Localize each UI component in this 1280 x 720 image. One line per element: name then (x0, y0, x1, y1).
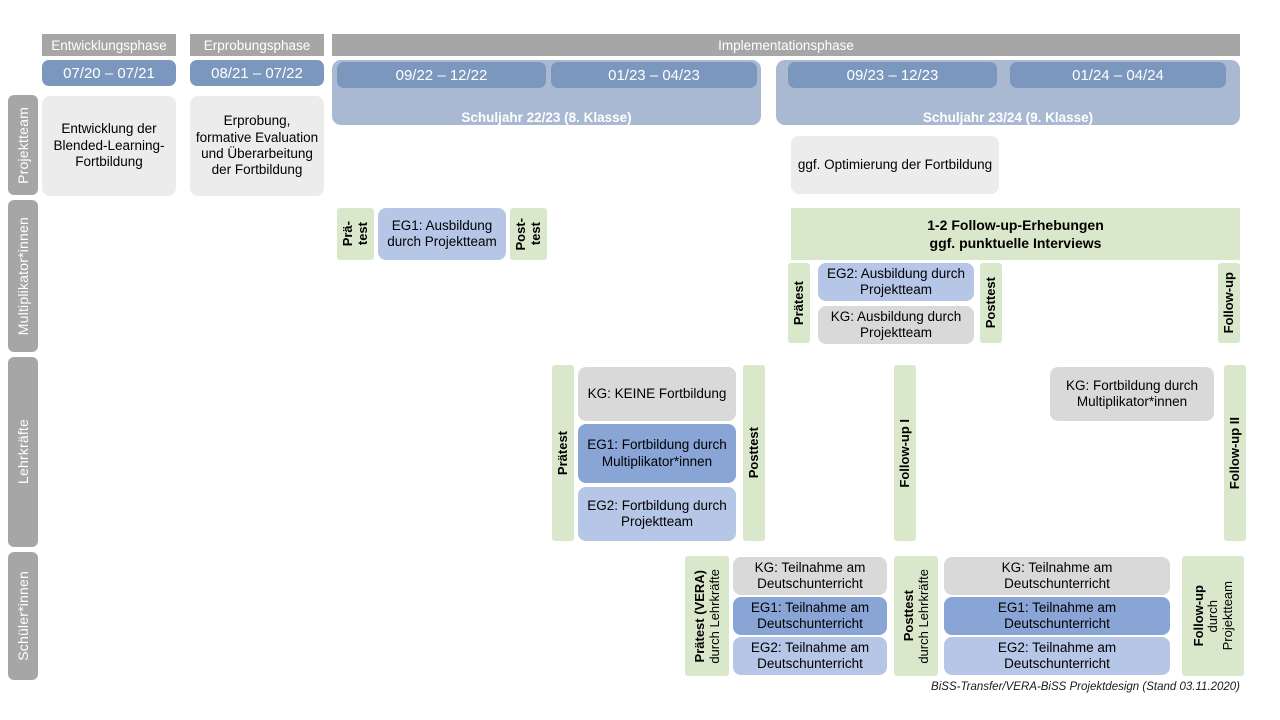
projektteam-erprobung-text: Erprobung, formative Evaluation und Über… (195, 113, 319, 178)
phase-header-erprobung: Erprobungsphase (190, 34, 324, 56)
period-bar-4: 09/23 – 12/23 (788, 62, 997, 88)
projektteam-entwicklung-text: Entwicklung der Blended-Learning-Fortbil… (53, 121, 165, 170)
period-bar-2: 09/22 – 12/22 (337, 62, 546, 88)
multiplikatoren-followup-text: Follow-up (1221, 272, 1237, 334)
period-label-0: 07/20 – 07/21 (63, 64, 155, 82)
projektteam-erprobung-box: Erprobung, formative Evaluation und Über… (190, 96, 324, 196)
multiplikatoren-followup-band: 1-2 Follow-up-Erhebungen ggf. punktuelle… (791, 208, 1240, 260)
multiplikatoren-eg1-box: EG1: Ausbildung durch Projektteam (378, 208, 506, 260)
schoolyear-2324-label: Schuljahr 23/24 (9. Klasse) (922, 110, 1094, 125)
multiplikatoren-followup-band-line1: 1-2 Follow-up-Erhebungen (927, 216, 1104, 233)
schueler-praetest-main: Prätest (VERA) (691, 569, 707, 663)
phase-header-entwicklung: Entwicklungsphase (42, 34, 176, 56)
schueler-praetest-sub: durch Lehrkräfte (706, 568, 722, 664)
schueler-left-eg2-text: EG2: Teilnahme am Deutschunterricht (750, 639, 870, 671)
period-label-4: 09/23 – 12/23 (846, 66, 939, 84)
period-bar-3: 01/23 – 04/23 (551, 62, 757, 88)
schueler-posttest-sub: durch Lehrkräfte (915, 568, 931, 664)
period-label-3: 01/23 – 04/23 (608, 66, 700, 84)
row-label-multiplikatoren-text: Multiplikator*innen (15, 216, 31, 336)
lehrkraefte-eg1-box: EG1: Fortbildung durch Multiplikator*inn… (578, 424, 736, 483)
projektteam-optimierung-box: ggf. Optimierung der Fortbildung (791, 136, 999, 194)
schueler-right-eg2-box: EG2: Teilnahme am Deutschunterricht (944, 637, 1170, 675)
multiplikatoren-eg1-text: EG1: Ausbildung durch Projektteam (387, 217, 497, 249)
projektteam-optimierung-text: ggf. Optimierung der Fortbildung (797, 156, 993, 172)
lehrkraefte-posttest-strip: Posttest (743, 365, 765, 541)
phase-header-implementation-label: Implementationsphase (718, 37, 854, 53)
multiplikatoren-posttest-strip-right: Posttest (980, 263, 1002, 343)
multiplikatoren-praetest-left-line2: test (355, 222, 370, 246)
schueler-right-kg-text: KG: Teilnahme am Deutschunterricht (1001, 559, 1113, 591)
schueler-left-eg1-text: EG1: Teilnahme am Deutschunterricht (750, 599, 870, 631)
lehrkraefte-followup2-strip: Follow-up II (1224, 365, 1246, 541)
schueler-left-eg1-box: EG1: Teilnahme am Deutschunterricht (733, 597, 887, 635)
multiplikatoren-kg-box: KG: Ausbildung durch Projektteam (818, 306, 974, 344)
row-label-lehrkraefte-text: Lehrkräfte (15, 419, 31, 485)
row-label-schueler-text: Schüler*innen (15, 571, 31, 661)
multiplikatoren-praetest-left-line1: Prä- (340, 221, 356, 247)
schueler-left-eg2-box: EG2: Teilnahme am Deutschunterricht (733, 637, 887, 675)
row-label-schueler: Schüler*innen (8, 552, 38, 680)
multiplikatoren-posttest-left-line1: Post- (513, 217, 529, 251)
schueler-right-kg-box: KG: Teilnahme am Deutschunterricht (944, 557, 1170, 595)
projektteam-entwicklung-box: Entwicklung der Blended-Learning-Fortbil… (42, 96, 176, 196)
lehrkraefte-eg2-box: EG2: Fortbildung durch Projektteam (578, 487, 736, 541)
lehrkraefte-followup1-text: Follow-up I (897, 418, 913, 488)
phase-header-erprobung-label: Erprobungsphase (203, 37, 311, 53)
period-bar-5: 01/24 – 04/24 (1010, 62, 1226, 88)
schueler-followup-sub1: durch (1205, 599, 1221, 633)
lehrkraefte-kg-keine-box: KG: KEINE Fortbildung (578, 367, 736, 421)
lehrkraefte-posttest-text: Posttest (746, 427, 762, 479)
multiplikatoren-praetest-strip-left: Prä- test (337, 208, 374, 260)
lehrkraefte-eg2-text: EG2: Fortbildung durch Projektteam (587, 497, 727, 529)
row-label-multiplikatoren: Multiplikator*innen (8, 200, 38, 352)
lehrkraefte-kg-fortbildung-text: KG: Fortbildung durch Multiplikator*inne… (1065, 377, 1199, 409)
phase-header-entwicklung-label: Entwicklungsphase (51, 37, 167, 53)
lehrkraefte-kg-fortbildung-box: KG: Fortbildung durch Multiplikator*inne… (1050, 367, 1214, 421)
multiplikatoren-posttest-strip-left: Post- test (510, 208, 547, 260)
multiplikatoren-followup-band-line2: ggf. punktuelle Interviews (929, 235, 1102, 251)
row-label-lehrkraefte: Lehrkräfte (8, 357, 38, 547)
multiplikatoren-eg2-text: EG2: Ausbildung durch Projektteam (826, 265, 966, 297)
row-label-projektteam-text: Projektteam (15, 106, 31, 184)
schueler-right-eg1-box: EG1: Teilnahme am Deutschunterricht (944, 597, 1170, 635)
schueler-followup-strip: Follow-up durch Projektteam (1182, 556, 1244, 676)
schueler-posttest-main: Posttest (900, 590, 916, 642)
multiplikatoren-praetest-strip-right: Prätest (788, 263, 810, 343)
schueler-left-kg-box: KG: Teilnahme am Deutschunterricht (733, 557, 887, 595)
multiplikatoren-followup-strip: Follow-up (1218, 263, 1240, 343)
period-bar-1: 08/21 – 07/22 (190, 60, 324, 86)
period-bar-0: 07/20 – 07/21 (42, 60, 176, 86)
row-label-projektteam: Projektteam (8, 95, 38, 195)
lehrkraefte-kg-keine-text: KG: KEINE Fortbildung (587, 385, 727, 401)
footer-note-text: BiSS-Transfer/VERA-BiSS Projektdesign (S… (931, 681, 1240, 693)
lehrkraefte-followup2-text: Follow-up II (1227, 416, 1243, 490)
period-label-2: 09/22 – 12/22 (395, 66, 488, 84)
schueler-left-kg-text: KG: Teilnahme am Deutschunterricht (754, 559, 866, 591)
lehrkraefte-praetest-text: Prätest (555, 430, 571, 476)
multiplikatoren-eg2-box: EG2: Ausbildung durch Projektteam (818, 263, 974, 301)
footer-note: BiSS-Transfer/VERA-BiSS Projektdesign (S… (700, 681, 1240, 693)
lehrkraefte-praetest-strip: Prätest (552, 365, 574, 541)
period-label-1: 08/21 – 07/22 (211, 64, 303, 82)
multiplikatoren-posttest-right-text: Posttest (983, 277, 999, 329)
schueler-followup-sub2: Projektteam (1219, 581, 1235, 651)
multiplikatoren-posttest-left-line2: test (528, 222, 543, 246)
phase-header-implementation: Implementationsphase (332, 34, 1240, 56)
schueler-followup-main: Follow-up (1190, 585, 1206, 647)
schueler-praetest-strip: Prätest (VERA) durch Lehrkräfte (685, 556, 729, 676)
schueler-right-eg1-text: EG1: Teilnahme am Deutschunterricht (997, 599, 1117, 631)
period-label-5: 01/24 – 04/24 (1072, 66, 1164, 84)
schueler-posttest-strip: Posttest durch Lehrkräfte (894, 556, 938, 676)
lehrkraefte-followup1-strip: Follow-up I (894, 365, 916, 541)
schueler-right-eg2-text: EG2: Teilnahme am Deutschunterricht (997, 639, 1117, 671)
multiplikatoren-kg-text: KG: Ausbildung durch Projektteam (830, 308, 962, 340)
multiplikatoren-praetest-right-text: Prätest (791, 280, 807, 326)
lehrkraefte-eg1-text: EG1: Fortbildung durch Multiplikator*inn… (587, 437, 727, 469)
schoolyear-2223-label: Schuljahr 22/23 (8. Klasse) (461, 110, 632, 125)
